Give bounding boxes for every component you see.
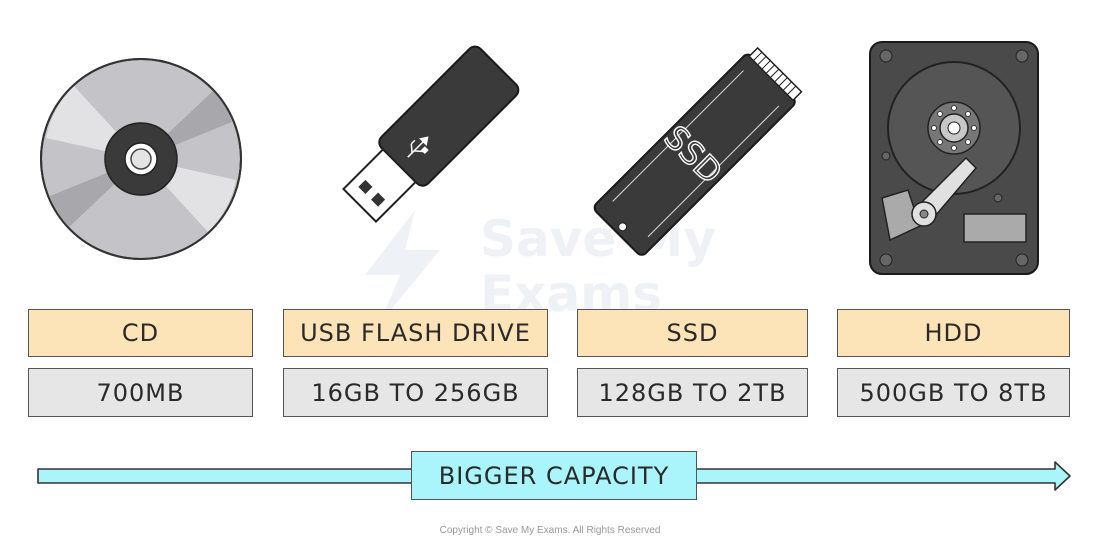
name-box-cd: CD [28, 309, 253, 357]
name-box-ssd: SSD [577, 309, 808, 357]
capacity-box-ssd: 128GB TO 2TB [577, 368, 808, 417]
capacity-box-usb: 16GB TO 256GB [283, 368, 548, 417]
usb-symbol-icon [407, 136, 429, 158]
copyright-text: Copyright © Save My Exams. All Rights Re… [439, 525, 661, 536]
name-box-usb: USB FLASH DRIVE [283, 309, 548, 357]
usb-flash-drive-icon [342, 45, 520, 223]
capacity-box-cd: 700MB [28, 368, 253, 417]
name-box-hdd: HDD [837, 309, 1070, 357]
hdd-icon [869, 41, 1039, 275]
capacity-box-hdd: 500GB TO 8TB [837, 368, 1070, 417]
cd-disc-icon [40, 58, 242, 260]
arrow-label: BIGGER CAPACITY [411, 451, 697, 500]
ssd-icon: SSD [593, 46, 803, 256]
